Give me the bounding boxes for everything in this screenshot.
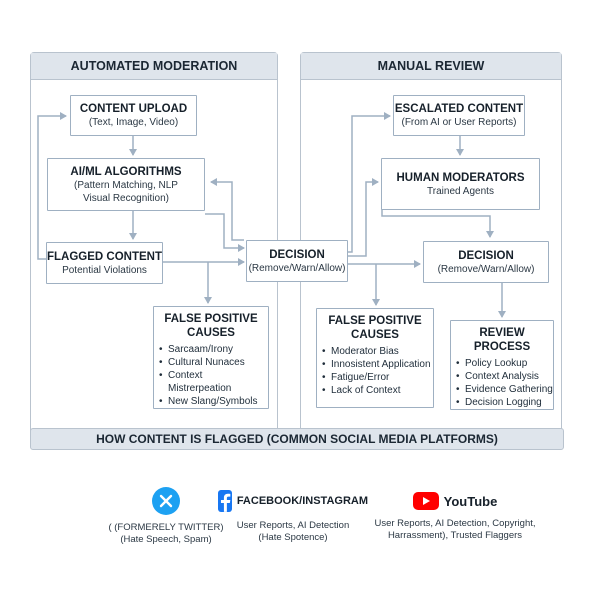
false-positive-causes-manual-box: FALSE POSITIVE CAUSES Moderator Bias Inn… — [316, 308, 434, 408]
youtube-caption-1: User Reports, AI Detection, Copyright, — [374, 518, 536, 529]
facebook-logo-icon — [218, 490, 232, 512]
content-upload-box: CONTENT UPLOAD (Text, Image, Video) — [70, 95, 197, 136]
list-item: New Slang/Symbols — [159, 395, 268, 408]
manual-decision-subtitle: (Remove/Warn/Allow) — [437, 263, 535, 275]
platforms-banner: HOW CONTENT IS FLAGGED (COMMON SOCIAL ME… — [30, 428, 564, 450]
false-positive-manual-title2: CAUSES — [351, 329, 399, 341]
false-positive-automated-title2: CAUSES — [187, 327, 235, 339]
x-caption-2: (Hate Speech, Spam) — [120, 534, 212, 545]
list-item: Fatigue/Error — [322, 371, 431, 384]
flagged-content-box: FLAGGED CONTENT Potential Violations — [46, 242, 163, 284]
list-item: Policy Lookup — [456, 357, 553, 370]
facebook-caption-1: User Reports, AI Detection — [236, 520, 350, 531]
automated-moderation-title: AUTOMATED MODERATION — [70, 59, 238, 73]
review-process-box: REVIEW PROCESS Policy Lookup Context Ana… — [450, 320, 554, 410]
platforms-banner-title: HOW CONTENT IS FLAGGED (COMMON SOCIAL ME… — [96, 432, 498, 446]
list-item: Innosistent Application — [322, 358, 430, 371]
content-upload-title: CONTENT UPLOAD — [79, 103, 188, 115]
manual-decision-title: DECISION — [458, 249, 514, 262]
arrow-decision-to-moderators — [348, 178, 379, 257]
platform-youtube: YouTube User Reports, AI Detection, Copy… — [365, 492, 545, 542]
list-item: Context Mistrerpeation — [159, 369, 268, 395]
arrow-algorithms-to-decision — [205, 213, 245, 252]
review-process-title: REVIEW PROCESS — [473, 327, 531, 353]
human-moderators-title: HUMAN MODERATORS — [396, 171, 525, 184]
false-positive-manual-title1: FALSE POSITIVE — [328, 315, 422, 327]
list-item: Evidence Gathering — [456, 383, 553, 396]
human-moderators-box: HUMAN MODERATORS Trained Agents — [381, 158, 540, 210]
center-decision-box: DECISION (Remove/Warn/Allow) — [246, 240, 348, 282]
false-positive-automated-list: Sarcaam/Irony Cultural Nunaces Context M… — [154, 343, 268, 408]
false-positive-causes-automated-box: FALSE POSITIVE CAUSES Sarcaam/Irony Cult… — [153, 306, 269, 409]
manual-review-title: MANUAL REVIEW — [377, 59, 485, 73]
platform-x: ( (FORMERELY TWITTER) (Hate Speech, Spam… — [96, 487, 236, 546]
content-upload-subtitle: (Text, Image, Video) — [88, 117, 179, 128]
flagged-content-subtitle: Potential Violations — [62, 264, 147, 276]
platform-facebook-instagram: FACEBOOK/INSTAGRAM User Reports, AI Dete… — [218, 490, 368, 544]
arrow-decision-to-algorithms — [210, 178, 244, 241]
center-decision-title: DECISION — [269, 248, 325, 261]
facebook-caption-2: (Hate Spotence) — [258, 532, 328, 543]
arrow-flagged-loop-to-upload — [37, 112, 67, 260]
list-item: Moderator Bias — [322, 345, 431, 358]
facebook-instagram-name: FACEBOOK/INSTAGRAM — [236, 495, 368, 507]
x-logo-icon — [152, 487, 180, 515]
center-decision-subtitle: (Remove/Warn/Allow) — [248, 262, 346, 274]
escalated-content-subtitle: (From AI or User Reports) — [401, 117, 517, 128]
youtube-caption-2: Harrassment), Trusted Flaggers — [387, 530, 523, 541]
manual-decision-box: DECISION (Remove/Warn/Allow) — [423, 241, 549, 283]
list-item: Decision Logging — [456, 396, 553, 409]
arrow-decision-to-escalated — [348, 112, 391, 253]
review-process-list: Policy Lookup Context Analysis Evidence … — [451, 357, 553, 409]
ai-ml-algorithms-box: AI/ML ALGORITHMS (Pattern Matching, NLP … — [47, 158, 205, 211]
false-positive-manual-list: Moderator Bias Innosistent Application F… — [317, 345, 431, 397]
escalated-content-title: ESCALATED CONTENT — [394, 103, 524, 115]
human-moderators-subtitle: Trained Agents — [427, 185, 494, 197]
false-positive-automated-title1: FALSE POSITIVE — [164, 313, 258, 325]
ai-ml-algorithms-sub1: (Pattern Matching, NLP — [74, 179, 178, 191]
list-item: Cultural Nunaces — [159, 356, 268, 369]
youtube-logo-icon — [412, 492, 439, 510]
ai-ml-algorithms-sub2: Visual Recognition) — [83, 192, 169, 204]
automated-moderation-header: AUTOMATED MODERATION — [31, 53, 277, 80]
escalated-content-box: ESCALATED CONTENT (From AI or User Repor… — [393, 95, 525, 136]
youtube-name: YouTube — [443, 493, 498, 509]
list-item: Lack of Context — [322, 384, 431, 397]
x-caption-1: ( (FORMERELY TWITTER) — [108, 522, 224, 533]
flagged-content-title: FLAGGED CONTENT — [47, 250, 162, 263]
list-item: Context Analysis — [456, 370, 553, 383]
manual-review-header: MANUAL REVIEW — [301, 53, 561, 80]
list-item: Sarcaam/Irony — [159, 343, 268, 356]
ai-ml-algorithms-title: AI/ML ALGORITHMS — [70, 165, 182, 178]
